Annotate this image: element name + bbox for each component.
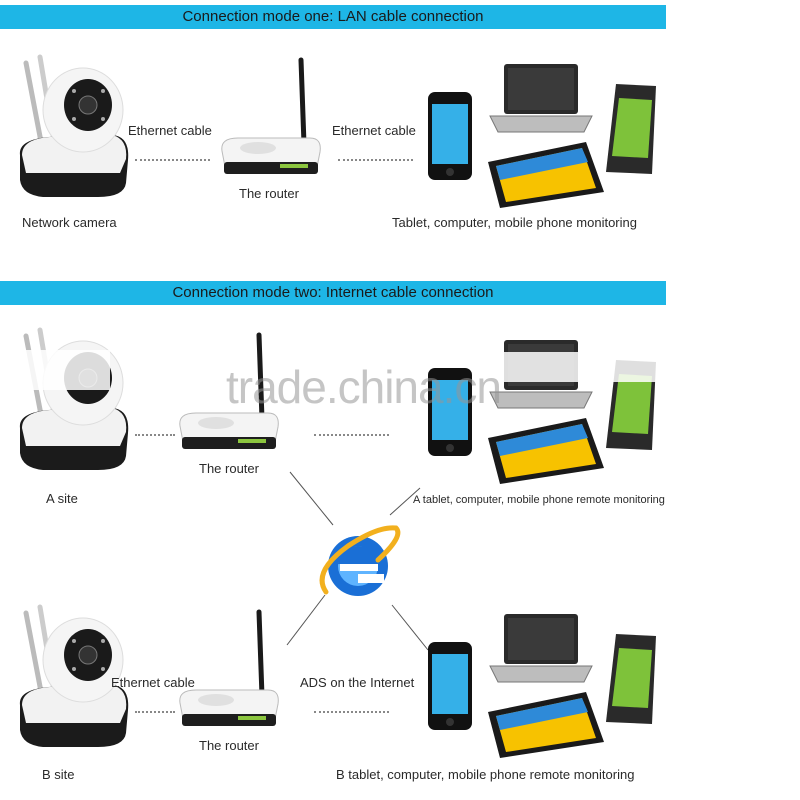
b-site-label: B site [42, 767, 75, 782]
b-site-camera-icon [19, 604, 129, 747]
b-router-label: The router [199, 738, 259, 753]
b-ethernet-cable-label: Ethernet cable [111, 675, 195, 690]
devices-label: Tablet, computer, mobile phone monitorin… [392, 215, 637, 230]
a-devices-label: A tablet, computer, mobile phone remote … [413, 494, 665, 506]
cable-dotted-line [135, 159, 210, 161]
section1-title: Connection mode one: LAN cable connectio… [0, 5, 666, 29]
internet-explorer-icon [319, 525, 401, 596]
b-cable-dotted-line [135, 711, 175, 713]
a-site-label: A site [46, 491, 78, 506]
b-adsl-label: ADS on the Internet [300, 675, 415, 690]
b-devices-label: B tablet, computer, mobile phone remote … [336, 767, 635, 782]
ethernet-cable-label: Ethernet cable [128, 123, 212, 138]
network-camera-icon [19, 54, 129, 197]
camera-label: Network camera [22, 215, 117, 230]
b-monitoring-devices-icon [428, 614, 656, 758]
b-devices-dotted-line [314, 711, 389, 713]
router-label: The router [239, 186, 299, 201]
cable-dotted-line-2 [338, 159, 413, 161]
monitoring-devices-icon [428, 64, 656, 208]
watermark: trade.china.cn [226, 361, 502, 413]
router-icon [221, 57, 321, 174]
a-devices-dotted-line [314, 434, 389, 436]
a-router-icon [179, 332, 279, 449]
a-router-label: The router [199, 461, 259, 476]
watermark-wash [0, 350, 110, 390]
ethernet-cable-label-2: Ethernet cable [332, 123, 416, 138]
watermark-wash-2 [480, 352, 660, 382]
a-cable-dotted-line [135, 434, 175, 436]
section2-title: Connection mode two: Internet cable conn… [0, 281, 666, 305]
b-router-icon [179, 609, 279, 726]
